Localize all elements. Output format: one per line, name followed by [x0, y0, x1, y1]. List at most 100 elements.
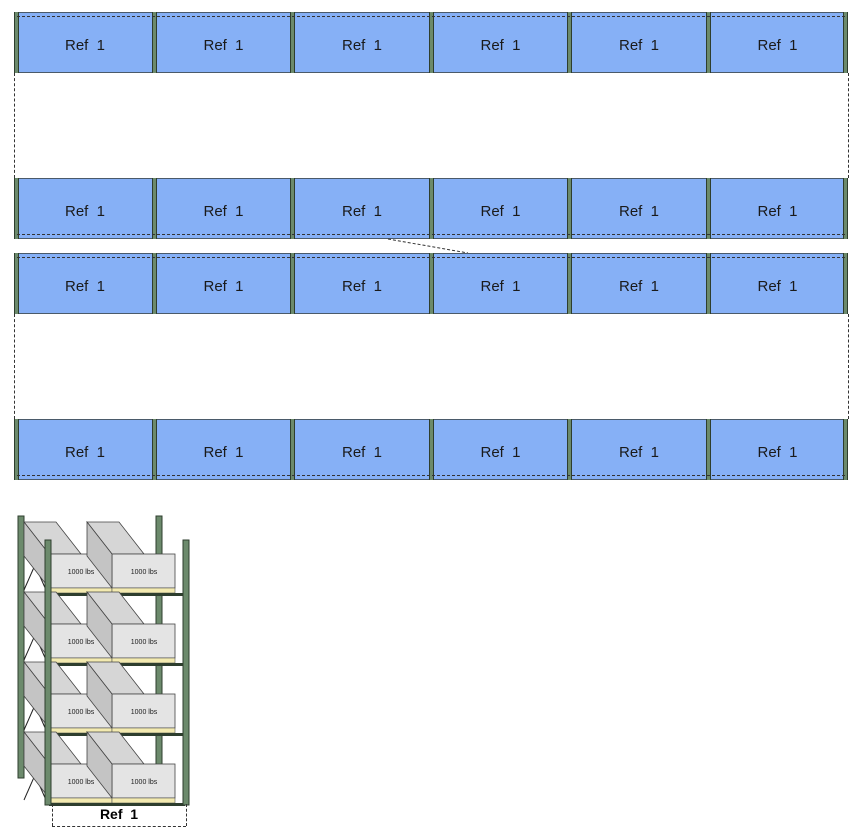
upright	[290, 178, 295, 239]
bay-label: Ref 1	[757, 278, 798, 295]
upright	[14, 253, 19, 314]
upright	[152, 12, 157, 73]
bay[interactable]: Ref 1	[157, 419, 290, 480]
upright	[843, 253, 848, 314]
bay-label: Ref 1	[757, 203, 798, 220]
bay[interactable]: Ref 1	[572, 12, 706, 73]
bay[interactable]: Ref 1	[157, 253, 290, 314]
pallet	[111, 727, 176, 734]
upright	[290, 253, 295, 314]
bay[interactable]: Ref 1	[572, 178, 706, 239]
bay[interactable]: Ref 1	[157, 12, 290, 73]
bay-label: Ref 1	[341, 37, 383, 54]
beam	[49, 803, 185, 806]
upright	[17, 515, 25, 779]
upright	[152, 178, 157, 239]
upright	[290, 12, 295, 73]
bay-label: Ref 1	[203, 444, 244, 461]
rack-row-3: Ref 1 Ref 1 Ref 1 Ref 1 Ref 1 Ref 1	[14, 253, 848, 314]
load-label: 1000 lbs	[68, 709, 95, 716]
upright	[567, 12, 572, 73]
bay-label: Ref 1	[64, 37, 106, 54]
footprint-outline	[52, 826, 186, 827]
load-label: 1000 lbs	[131, 569, 158, 576]
bay[interactable]: Ref 1	[434, 419, 567, 480]
upright	[14, 12, 19, 73]
load-label: 1000 lbs	[131, 779, 158, 786]
bay[interactable]: Ref 1	[711, 253, 844, 314]
upright	[290, 419, 295, 480]
load-label: 1000 lbs	[131, 639, 158, 646]
bay[interactable]: Ref 1	[295, 253, 429, 314]
load-label: 1000 lbs	[68, 569, 95, 576]
upright	[706, 178, 711, 239]
pallet	[111, 587, 176, 594]
bay-label: Ref 1	[480, 444, 521, 461]
bay[interactable]: Ref 1	[572, 253, 706, 314]
pallet	[111, 797, 176, 804]
bay-label: Ref 1	[341, 444, 383, 461]
bay-label: Ref 1	[480, 278, 521, 295]
pallet	[111, 657, 176, 664]
rack-row-2: Ref 1 Ref 1 Ref 1 Ref 1 Ref 1 Ref 1	[14, 178, 848, 239]
upright	[429, 253, 434, 314]
load-label: 1000 lbs	[68, 779, 95, 786]
footprint-outline	[186, 804, 187, 826]
bay-label: Ref 1	[341, 203, 383, 220]
upright	[429, 12, 434, 73]
upright	[152, 419, 157, 480]
bay[interactable]: Ref 1	[434, 178, 567, 239]
upright	[14, 178, 19, 239]
rack-label: Ref 1	[99, 806, 139, 822]
upright	[182, 539, 190, 806]
bay-label: Ref 1	[341, 278, 383, 295]
upright	[152, 253, 157, 314]
load-label: 1000 lbs	[131, 709, 158, 716]
upright	[567, 178, 572, 239]
bay-label: Ref 1	[757, 444, 798, 461]
bay[interactable]: Ref 1	[157, 178, 290, 239]
load-box	[111, 553, 176, 589]
dashed-line	[17, 257, 845, 258]
bay-label: Ref 1	[618, 203, 660, 220]
bay[interactable]: Ref 1	[18, 12, 152, 73]
bay-label: Ref 1	[203, 278, 244, 295]
bay[interactable]: Ref 1	[18, 253, 152, 314]
upright	[567, 253, 572, 314]
footprint-outline	[52, 804, 53, 826]
bay[interactable]: Ref 1	[18, 419, 152, 480]
bay[interactable]: Ref 1	[434, 253, 567, 314]
bay[interactable]: Ref 1	[711, 178, 844, 239]
rack-isometric-icon[interactable]: 1000 lbs 1000 lbs 1000 lbs 1000 lbs 1000 lbs…	[14, 510, 194, 810]
bay-label: Ref 1	[203, 203, 244, 220]
upright	[706, 12, 711, 73]
dashed-line	[17, 475, 845, 476]
bay-label: Ref 1	[64, 278, 106, 295]
upright	[706, 419, 711, 480]
dashed-line	[17, 16, 845, 17]
bay[interactable]: Ref 1	[295, 12, 429, 73]
bay-label: Ref 1	[64, 203, 106, 220]
bay-label: Ref 1	[618, 278, 660, 295]
bay[interactable]: Ref 1	[572, 419, 706, 480]
load-label: 1000 lbs	[68, 639, 95, 646]
bay[interactable]: Ref 1	[434, 12, 567, 73]
upright	[843, 178, 848, 239]
aisle-outline	[14, 73, 15, 178]
aisle-outline	[848, 314, 849, 419]
bay[interactable]: Ref 1	[711, 419, 844, 480]
dashed-line	[17, 234, 845, 235]
upright	[44, 539, 52, 806]
load-box	[111, 623, 176, 659]
bay-label: Ref 1	[480, 203, 521, 220]
upright	[843, 12, 848, 73]
bay-label: Ref 1	[64, 444, 106, 461]
bay[interactable]: Ref 1	[295, 419, 429, 480]
bay[interactable]: Ref 1	[18, 178, 152, 239]
bay[interactable]: Ref 1	[711, 12, 844, 73]
aisle-outline	[14, 314, 15, 419]
rack-row-1: Ref 1 Ref 1 Ref 1 Ref 1 Ref 1 Ref 1	[14, 12, 848, 73]
bay[interactable]: Ref 1	[295, 178, 429, 239]
bay-label: Ref 1	[203, 37, 244, 54]
bay-label: Ref 1	[757, 37, 798, 54]
